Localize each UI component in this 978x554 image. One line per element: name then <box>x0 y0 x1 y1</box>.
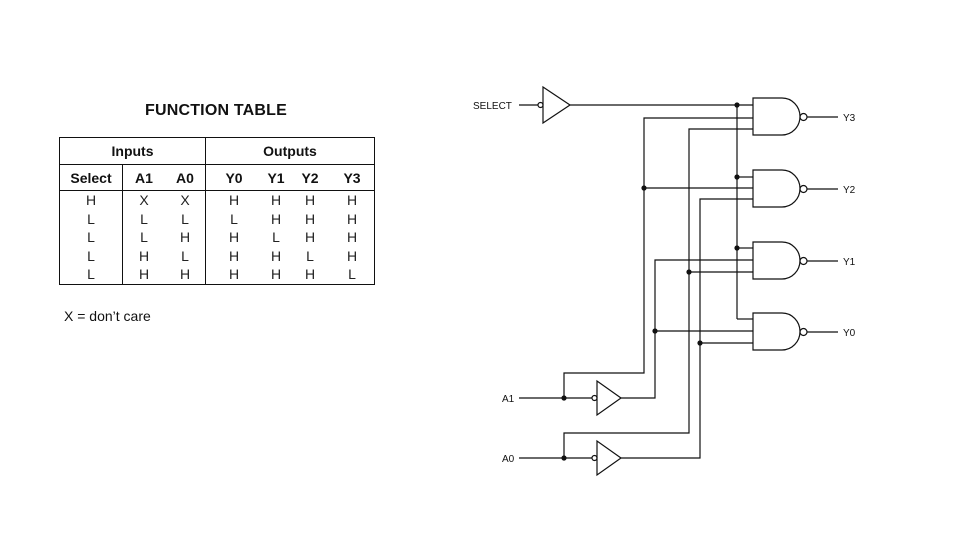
cell-y1: H <box>270 210 282 227</box>
cell-y2: H <box>304 210 316 227</box>
y2-label: Y2 <box>843 185 856 196</box>
nand-bubble-y2 <box>799 184 808 194</box>
cell-y3: H <box>346 229 358 246</box>
cell-y1: H <box>270 192 282 209</box>
nand-bubble-y1 <box>799 256 808 266</box>
junction-dot <box>734 174 740 180</box>
column-header-a0: A0 <box>165 164 206 191</box>
y1-label: Y1 <box>843 257 856 268</box>
junction-dot <box>652 328 658 334</box>
nand-gate-y2 <box>752 169 801 208</box>
column-header-y0: Y0 <box>205 164 262 191</box>
a0-true-line <box>563 128 753 458</box>
table-column-header-row: Select A1 A0 Y0 Y1 Y2 Y3 <box>59 164 375 191</box>
y0-label: Y0 <box>843 328 856 339</box>
function-table-title: FUNCTION TABLE <box>144 102 288 119</box>
select-inverter <box>542 85 572 125</box>
cell-y1: H <box>270 247 282 264</box>
function-table: Inputs Outputs Select A1 A0 Y0 Y1 Y2 Y3 … <box>59 137 375 285</box>
cell-y3: H <box>346 247 358 264</box>
nand-gate-y1 <box>752 241 801 280</box>
cell-a1: H <box>122 246 165 265</box>
a0-inverted-line <box>621 198 753 459</box>
cell-a0: L <box>181 210 189 227</box>
cell-a0: X <box>180 192 190 209</box>
cell-y3: L <box>348 266 356 283</box>
junction-dot <box>561 395 567 401</box>
table-row: L L H H L H H <box>60 228 375 247</box>
column-header-select: Select <box>59 164 123 191</box>
nand-gate-y3 <box>752 97 801 136</box>
cell-y0: H <box>205 246 262 265</box>
table-row: L L L L H H H <box>60 209 375 228</box>
select-inverter-bubble <box>537 101 544 109</box>
cell-y3: H <box>346 210 358 227</box>
cell-y0: H <box>205 190 262 210</box>
junction-dot <box>641 185 647 191</box>
table-group-header-row: Inputs Outputs <box>59 137 375 165</box>
cell-a0: L <box>181 247 189 264</box>
column-header-a1: A1 <box>122 164 165 191</box>
a0-inverter-bubble <box>591 454 598 462</box>
column-header-y2: Y2 <box>290 164 330 191</box>
cell-a1: L <box>122 228 165 247</box>
a1-inverter-bubble <box>591 394 598 402</box>
cell-select: L <box>87 210 95 227</box>
a0-label: A0 <box>502 454 515 465</box>
cell-select: L <box>87 247 95 264</box>
cell-select: L <box>87 266 95 283</box>
cell-a0: H <box>179 229 191 246</box>
column-header-y3: Y3 <box>330 164 375 191</box>
cell-a0: H <box>179 266 191 283</box>
cell-y3: H <box>346 192 358 209</box>
dont-care-legend: X = don’t care <box>64 308 151 324</box>
cell-y2: H <box>304 229 316 246</box>
table-row: L H H H H H L <box>60 265 375 284</box>
cell-y2: H <box>304 192 316 209</box>
cell-select: H <box>85 192 97 209</box>
cell-y0: H <box>205 228 262 247</box>
cell-y1: H <box>270 266 282 283</box>
table-row: L H L H H L H <box>60 246 375 265</box>
a1-inverted-line <box>621 259 753 399</box>
cell-y0: L <box>205 209 262 228</box>
junction-dot <box>697 340 703 346</box>
nand-bubble-y3 <box>799 112 808 122</box>
select-label: SELECT <box>473 101 512 112</box>
inputs-group-header: Inputs <box>59 137 206 165</box>
y3-label: Y3 <box>843 113 856 124</box>
junction-dot <box>561 455 567 461</box>
cell-y2: L <box>306 247 314 264</box>
column-header-y1: Y1 <box>262 164 290 191</box>
a1-label: A1 <box>502 394 515 405</box>
nand-bubble-y0 <box>799 327 808 337</box>
junction-dot <box>734 245 740 251</box>
junction-dot <box>734 102 740 108</box>
cell-y2: H <box>304 266 316 283</box>
a1-true-line <box>563 117 753 398</box>
nand-gate-y0 <box>752 312 801 351</box>
cell-a1: H <box>122 265 165 284</box>
junction-dot <box>686 269 692 275</box>
cell-select: L <box>87 229 95 246</box>
cell-y0: H <box>205 265 262 284</box>
a1-inverter <box>596 379 623 417</box>
cell-a1: L <box>122 209 165 228</box>
cell-a1: X <box>122 190 165 210</box>
a0-inverter <box>596 439 623 477</box>
cell-y1: L <box>272 229 280 246</box>
table-row: H X X H H H H <box>60 190 375 210</box>
outputs-group-header: Outputs <box>205 137 375 165</box>
